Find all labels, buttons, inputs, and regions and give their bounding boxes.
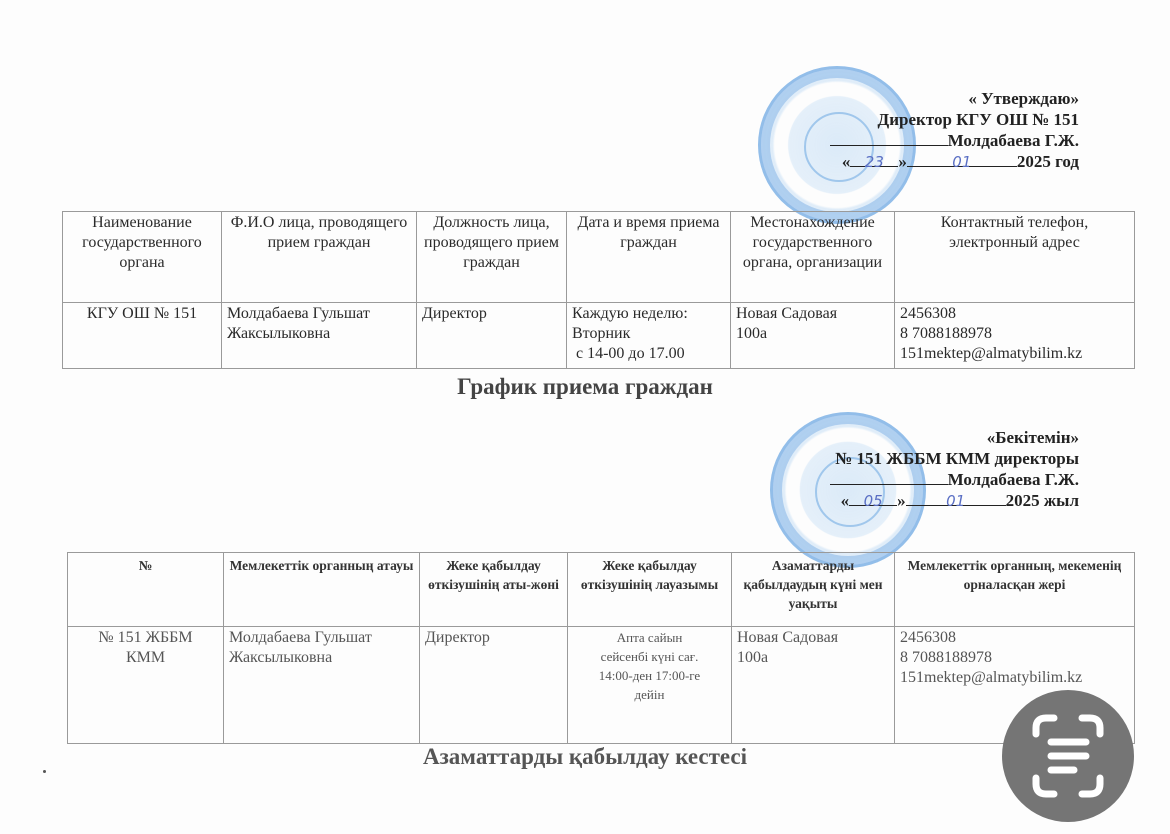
approval-signatory: Молдабаева Г.Ж.	[829, 130, 1079, 151]
table-header-row: № Мемлекеттік органның атауы Жеке қабылд…	[67, 552, 1135, 627]
header-position: Должность лица, проводящего прием гражда…	[416, 211, 567, 303]
header-position: Жеке қабылдау өткізушінің лауазымы	[567, 552, 732, 627]
approval-position: № 151 ЖББМ КММ директоры	[835, 449, 1079, 468]
stamp-emblem-icon	[803, 111, 875, 183]
cell-position: Директор	[416, 302, 567, 369]
reception-schedule-table-kz: № Мемлекеттік органның атауы Жеке қабылд…	[67, 552, 1135, 744]
approval-block-ru: « Утверждаю» Директор КГУ ОШ № 151 Молда…	[829, 88, 1079, 172]
header-location: Местонахождение государственного органа,…	[730, 211, 895, 303]
official-stamp-kz	[770, 412, 926, 568]
live-text-scan-button[interactable]	[1002, 690, 1134, 822]
page-title-kz: Азаматтарды қабылдау кестесі	[422, 744, 748, 769]
reception-schedule-table-ru: Наименование государственного органа Ф.И…	[62, 211, 1135, 369]
approval-signatory: Молдабаева Г.Ж.	[829, 469, 1079, 490]
cell-organ: КГУ ОШ № 151	[62, 302, 222, 369]
header-name: Ф.И.О лица, проводящего прием граждан	[221, 211, 417, 303]
scan-speck	[43, 770, 46, 773]
stamp-emblem-icon	[815, 457, 885, 527]
approval-block-kz: «Бекітемін» № 151 ЖББМ КММ директоры Мол…	[829, 427, 1079, 511]
email-link[interactable]: 151mektep@almatybilim.kz	[900, 669, 1083, 686]
header-contact: Контактный телефон, электронный адрес	[894, 211, 1135, 303]
page-title-ru: График приема граждан	[457, 374, 713, 399]
text-scan-icon	[1032, 714, 1104, 798]
approval-heading: « Утверждаю»	[968, 89, 1079, 108]
header-datetime: Дата и время приема граждан	[566, 211, 731, 303]
approval-heading: «Бекітемін»	[986, 428, 1079, 447]
cell-position: Директор	[419, 626, 568, 744]
header-number: №	[67, 552, 224, 627]
table-header-row: Наименование государственного органа Ф.И…	[62, 211, 1135, 303]
header-organ: Наименование государственного органа	[62, 211, 222, 303]
header-datetime: Азаматтарды қабылдаудың күні мен уақыты	[731, 552, 895, 627]
header-organ: Мемлекеттік органның атауы	[223, 552, 420, 627]
header-name: Жеке қабылдау өткізушінің аты-жөні	[419, 552, 568, 627]
email-link[interactable]: 151mektep@almatybilim.kz	[900, 345, 1083, 362]
header-location: Мемлекеттік органның, мекеменің орналасқ…	[894, 552, 1135, 627]
approval-position: Директор КГУ ОШ № 151	[877, 110, 1079, 129]
